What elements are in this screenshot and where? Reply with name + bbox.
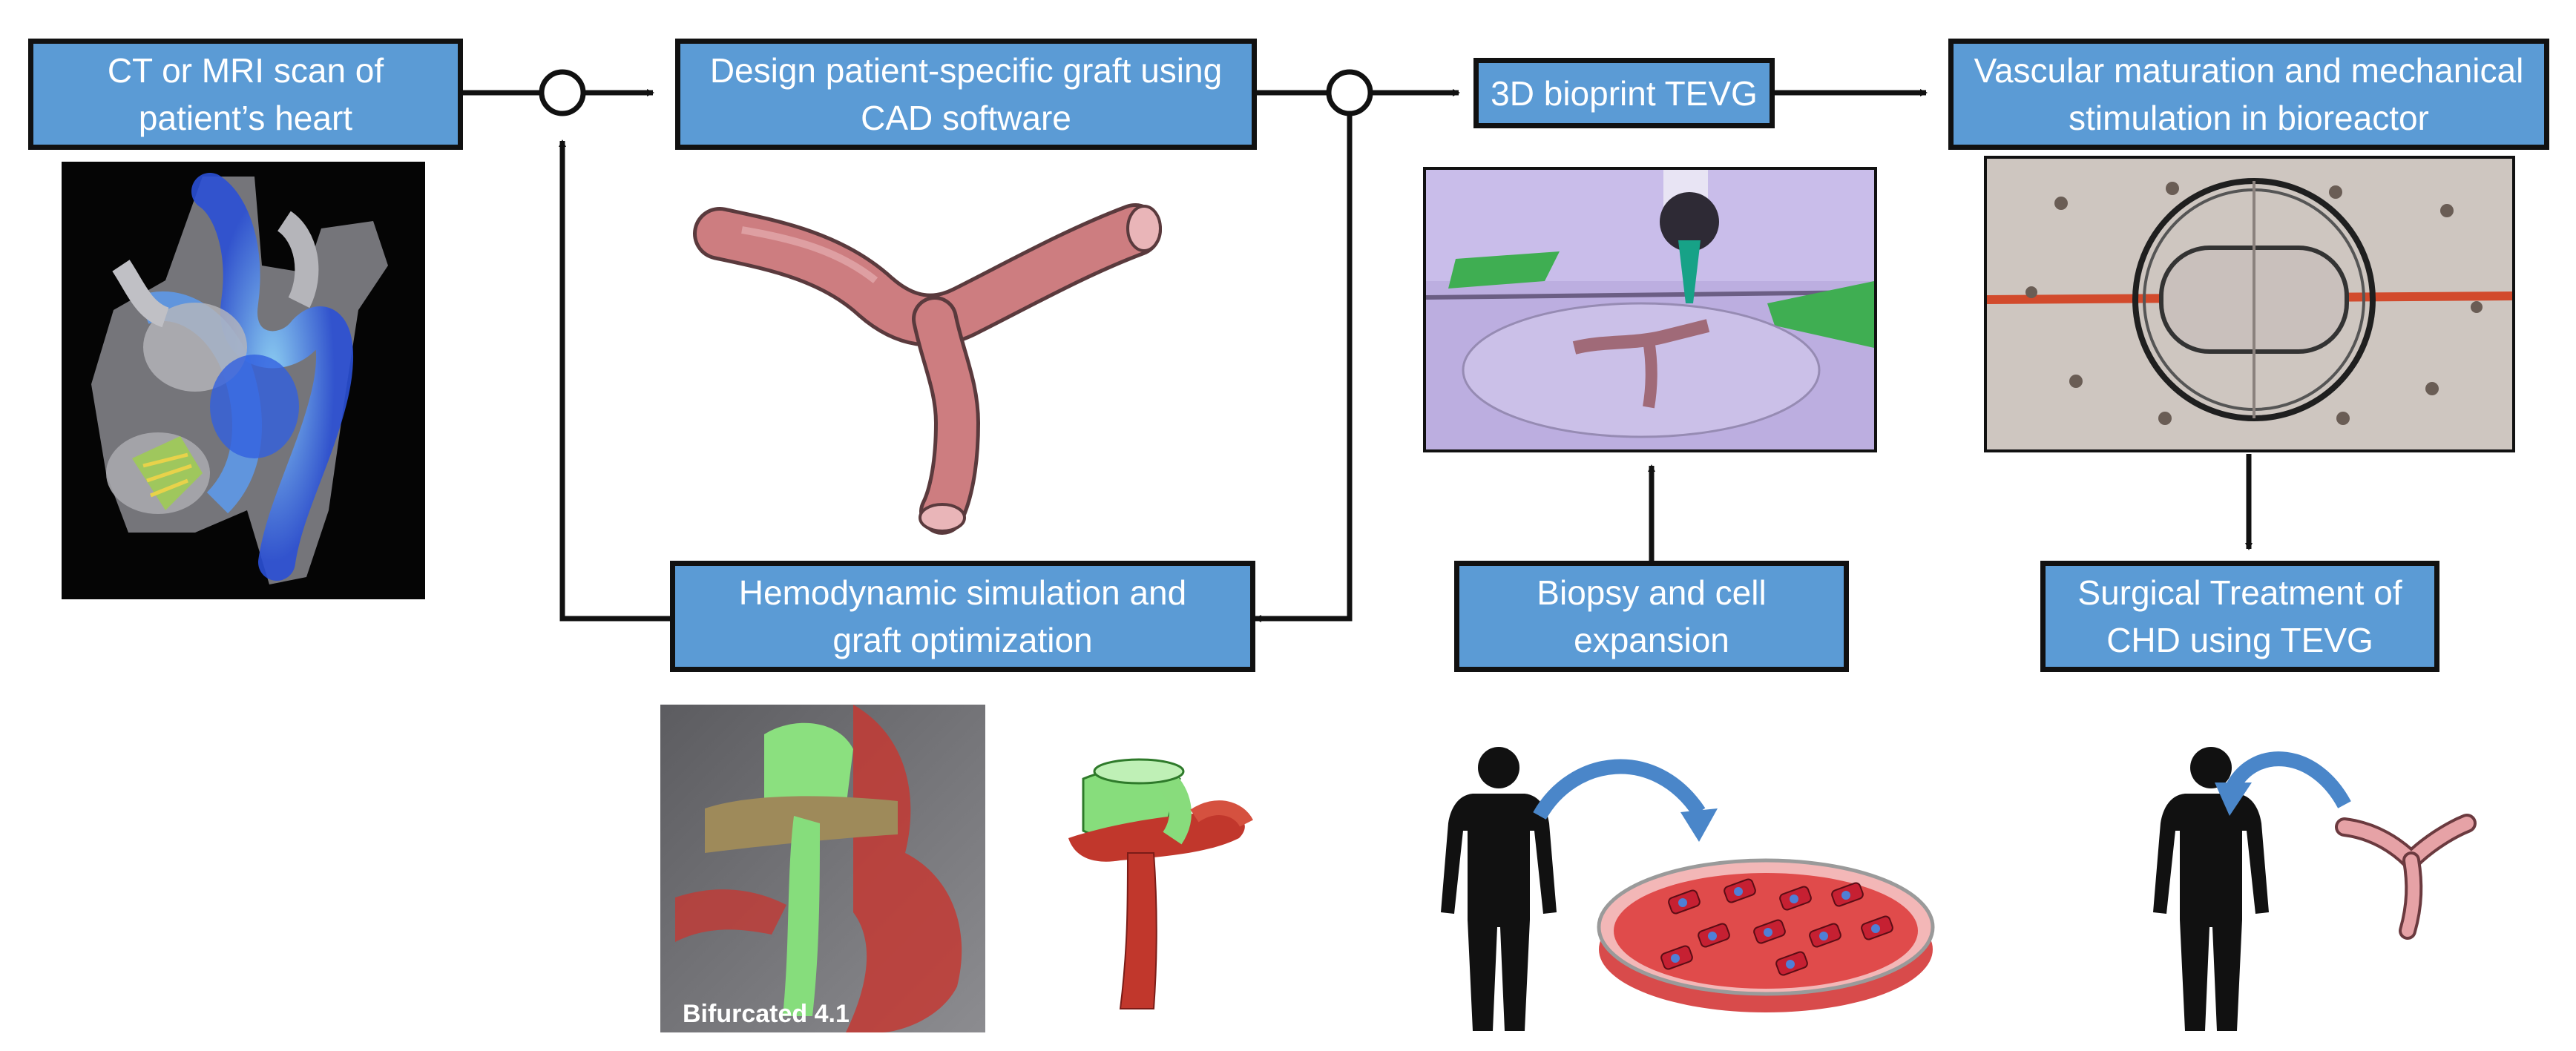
hemodynamic-drawing: Bifurcated 4.1 bbox=[660, 705, 985, 1032]
hemodynamic-line1: Hemodynamic simulation and bbox=[738, 573, 1187, 612]
junction-1 bbox=[539, 69, 586, 116]
biopsy-curved-arrow bbox=[1533, 759, 1718, 842]
graft-simulation-model bbox=[1068, 758, 1253, 1009]
petri-dish-cells bbox=[1597, 858, 1935, 1012]
arrow-junction-to-hemodynamic bbox=[1254, 114, 1353, 622]
ct-scan-box: CT or MRI scan of patient’s heart bbox=[28, 39, 463, 150]
ct-scan-line1: CT or MRI scan of bbox=[107, 51, 384, 90]
biopsy-line2: expansion bbox=[1574, 621, 1729, 659]
biopsy-box: Biopsy and cell expansion bbox=[1454, 561, 1849, 672]
implant-curved-arrow bbox=[2215, 751, 2351, 816]
hemodynamic-render: Bifurcated 4.1 bbox=[660, 705, 985, 1032]
hemodynamic-line2: graft optimization bbox=[832, 621, 1093, 659]
maturation-line2: stimulation in bioreactor bbox=[2069, 99, 2429, 137]
biopsy-line1: Biopsy and cell bbox=[1537, 573, 1767, 612]
hemodynamic-box: Hemodynamic simulation and graft optimiz… bbox=[670, 561, 1255, 672]
bioprinter-photo bbox=[1423, 167, 1877, 452]
maturation-line1: Vascular maturation and mechanical bbox=[1974, 51, 2524, 90]
ct-scan-line2: patient’s heart bbox=[138, 99, 353, 137]
bioprint-box: 3D bioprint TEVG bbox=[1473, 58, 1775, 128]
bioreactor-photo bbox=[1984, 156, 2515, 452]
cad-graft-model bbox=[693, 203, 1162, 535]
bioprinter-drawing bbox=[1426, 170, 1874, 449]
bioreactor-drawing bbox=[1987, 159, 2512, 449]
maturation-box: Vascular maturation and mechanical stimu… bbox=[1948, 39, 2549, 150]
design-line1: Design patient-specific graft using bbox=[709, 51, 1223, 90]
surgical-box: Surgical Treatment of CHD using TEVG bbox=[2040, 561, 2439, 672]
bioprint-label: 3D bioprint TEVG bbox=[1491, 73, 1758, 113]
design-line2: CAD software bbox=[861, 99, 1071, 137]
patient-silhouette-biopsy bbox=[1441, 747, 1557, 1031]
bifurcated-label: Bifurcated 4.1 bbox=[683, 1000, 850, 1028]
design-box: Design patient-specific graft using CAD … bbox=[675, 39, 1257, 150]
surgical-line2: CHD using TEVG bbox=[2106, 621, 2373, 659]
heart-scan-image bbox=[62, 162, 425, 599]
surgical-line1: Surgical Treatment of bbox=[2077, 573, 2402, 612]
patient-silhouette-surgery bbox=[2153, 747, 2269, 1031]
heart-scan-drawing bbox=[91, 173, 388, 584]
implant-graft bbox=[2335, 814, 2477, 940]
arrow-hemodynamic-to-junction bbox=[559, 139, 670, 622]
junction-2 bbox=[1326, 69, 1373, 116]
